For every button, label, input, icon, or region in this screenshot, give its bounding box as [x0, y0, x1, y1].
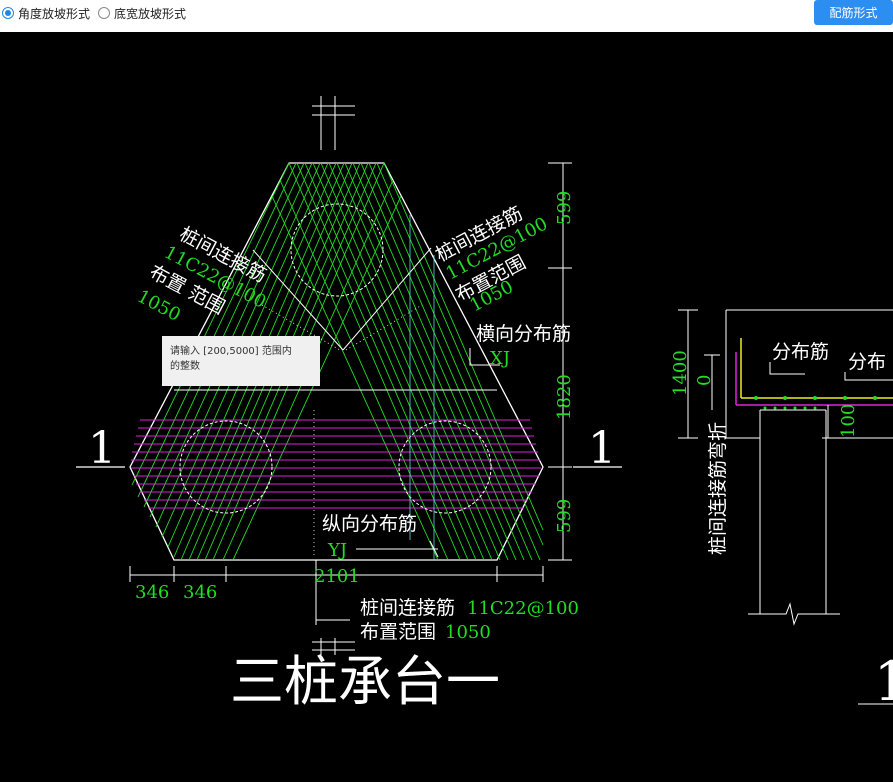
section-view — [678, 309, 893, 705]
section-view-text: 1400 0 100 分布筋 分布 桩间连接筋弯折 1 — [670, 341, 893, 713]
radio-angle-slope[interactable]: 角度放坡形式 — [2, 5, 90, 21]
pile-top — [290, 203, 384, 297]
horiz-dist-value: XJ — [490, 348, 510, 369]
options-bar: 角度放坡形式 底宽放坡形式 — [0, 0, 893, 32]
cad-canvas[interactable]: 桩间连接筋 11C22@100 布置 范围 1050 桩间连接筋 11C22@1… — [0, 32, 893, 782]
radio-width-label: 底宽放坡形式 — [114, 6, 187, 21]
bottom-range-value: 1050 — [445, 622, 491, 643]
radio-selected-icon[interactable] — [2, 7, 14, 19]
dim-1400: 1400 — [670, 350, 691, 396]
rebar-form-button[interactable]: 配筋形式 — [814, 0, 893, 25]
tooltip-line-2: 的整数 — [170, 361, 200, 372]
dist-label-1: 分布筋 — [772, 341, 829, 363]
dim-1820: 1820 — [554, 374, 575, 420]
bottom-range-label: 布置范围 — [360, 621, 436, 643]
bend-label: 桩间连接筋弯折 — [707, 422, 729, 555]
pile-bottom-left — [179, 420, 273, 514]
drawing-title: 三桩承台一 — [230, 650, 500, 713]
input-range-tooltip: 请输入 [200,5000] 范围内 的整数 — [162, 336, 320, 386]
label-leaders — [312, 348, 500, 655]
radio-angle-label: 角度放坡形式 — [18, 6, 91, 21]
dim-2101: 2101 — [314, 566, 360, 587]
dim-346-b: 346 — [183, 582, 217, 603]
distribution-bars-magenta — [131, 419, 541, 509]
cyan-lines — [409, 215, 435, 560]
radio-unselected-icon[interactable] — [98, 7, 110, 19]
radio-width-slope[interactable]: 底宽放坡形式 — [98, 5, 186, 21]
dim-346-a: 346 — [135, 582, 169, 603]
leader-tick-marks — [261, 304, 423, 555]
section-mark-right: 1 — [588, 423, 616, 474]
dist-label-2: 分布 — [848, 351, 886, 373]
dim-599-top: 599 — [554, 191, 575, 225]
piles — [179, 203, 492, 514]
horiz-dist-label: 横向分布筋 — [476, 323, 571, 345]
section-title-partial: 1 — [874, 650, 893, 713]
tooltip-line-1: 请输入 [200,5000] 范围内 — [170, 346, 292, 357]
dim-0: 0 — [694, 375, 715, 386]
bottom-conn-label: 桩间连接筋 — [360, 597, 455, 619]
top-centerline — [312, 96, 355, 150]
horizontal-dimension — [129, 566, 544, 582]
bottom-conn-value: 11C22@100 — [467, 598, 579, 619]
dim-599-bottom: 599 — [554, 499, 575, 533]
vert-dist-value: YJ — [327, 540, 347, 561]
dim-100: 100 — [838, 404, 859, 438]
pile-bottom-right — [398, 420, 492, 514]
vert-dist-label: 纵向分布筋 — [322, 513, 417, 535]
section-mark-left: 1 — [88, 423, 116, 474]
vertical-dimension — [548, 162, 572, 561]
cap-internal-lines — [174, 247, 497, 391]
